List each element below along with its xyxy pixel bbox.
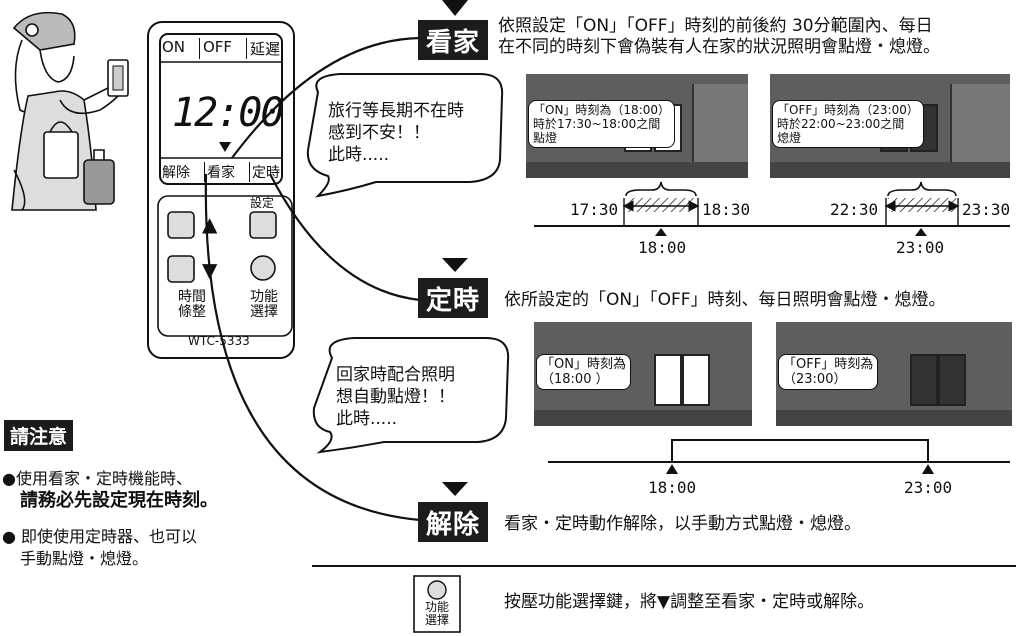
woman-illustration — [11, 11, 119, 211]
away-description: 依照設定「ON」「OFF」時刻的前後約 30分範圍內、每日 在不同的時刻下會偽裝… — [498, 16, 940, 57]
lcd-on-label: ON — [162, 38, 186, 56]
function-select-label: 功能 選擇 — [250, 289, 278, 320]
time-adjust-label: 時間 條整 — [178, 289, 206, 320]
connector-release — [204, 173, 421, 522]
timer-bubble — [312, 337, 510, 454]
lcd-mode-labels: 解除 看家 定時 — [162, 162, 280, 182]
footer-description: 按壓功能選擇鍵，將▼調整至看家・定時或解除。 — [504, 592, 875, 612]
timer-bubble-text: 回家時配合照明 想自動點燈！！ 此時..... — [336, 365, 455, 429]
timer-on-caption: 「ON」時刻為 （18:00 ） — [536, 354, 631, 390]
timer-description: 依所設定的「ON」「OFF」時刻、每日照明會點燈・熄燈。 — [504, 290, 946, 310]
timer-tick-1800: 18:00 — [648, 478, 697, 497]
arrow-down-icon — [442, 258, 468, 272]
arrow-down-icon — [442, 0, 468, 16]
marker-23-icon — [915, 228, 927, 236]
timer-off-caption: 「OFF」時刻為 （23:00） — [778, 354, 879, 390]
marker-18-icon — [655, 228, 667, 236]
connector-away — [231, 36, 421, 159]
model-number: WTC-5333 — [188, 334, 250, 348]
mode-pointer-icon — [219, 142, 231, 152]
lcd-screen — [159, 33, 283, 185]
lcd-delay-label: 延遲 — [245, 38, 280, 59]
away-tick-1830: 18:30 — [702, 200, 751, 219]
away-tick-2300: 23:00 — [896, 238, 945, 257]
up-key[interactable] — [167, 211, 195, 239]
mode-release-label: 解除 — [418, 502, 488, 542]
timer-timeline — [548, 439, 1010, 463]
lcd-mode-away: 看家 — [204, 162, 235, 182]
away-tick-1800: 18:00 — [638, 238, 687, 257]
set-key-label: 設定 — [250, 196, 275, 210]
timer-tick-2300: 23:00 — [904, 478, 953, 497]
away-bubble-text: 旅行等長期不在時 感到不安！！ 此時..... — [328, 101, 464, 165]
notice-item-2: ● 即使使用定時器、也可以 手動點燈・熄燈。 — [2, 527, 198, 568]
lcd-mode-release: 解除 — [162, 165, 190, 181]
away-off-caption: 「OFF」時刻為（23:00） 時於22:00~23:00之間 熄燈 — [772, 100, 924, 148]
away-timeline — [534, 181, 1010, 227]
away-tick-2330: 23:30 — [962, 200, 1011, 219]
connector-timer — [269, 173, 421, 302]
function-key[interactable] — [250, 255, 276, 281]
away-tick-1730: 17:30 — [570, 200, 619, 219]
function-key-icon — [427, 580, 447, 600]
mode-timer-label: 定時 — [418, 278, 488, 318]
footer-key-label: 功能 選擇 — [424, 600, 449, 627]
notice-item-1: ●使用看家・定時機能時、 請務必先設定現在時刻。 — [2, 469, 218, 511]
down-key[interactable] — [167, 255, 195, 283]
marker-18-icon — [666, 464, 678, 474]
arrow-down-icon — [442, 482, 468, 496]
lcd-off-label: OFF — [198, 38, 232, 59]
away-bubble — [306, 73, 504, 198]
timer-scene-off — [776, 322, 1012, 426]
release-description: 看家・定時動作解除，以手動方式點燈・熄燈。 — [504, 514, 861, 534]
notice-title: 請注意 — [4, 420, 74, 451]
marker-23-icon — [922, 464, 934, 474]
set-key[interactable] — [249, 211, 277, 239]
away-tick-2230: 22:30 — [830, 200, 879, 219]
down-arrow-icon: ▼ — [202, 258, 218, 282]
lcd-header: ON OFF 延遲 — [162, 38, 280, 59]
lcd-time: 12:00 — [172, 90, 284, 136]
away-on-caption: 「ON」時刻為（18:00） 時於17:30~18:00之間 點燈 — [528, 100, 676, 148]
mode-away-label: 看家 — [418, 20, 488, 60]
up-arrow-icon: ▲ — [202, 212, 218, 236]
lcd-mode-timer: 定時 — [249, 162, 280, 182]
